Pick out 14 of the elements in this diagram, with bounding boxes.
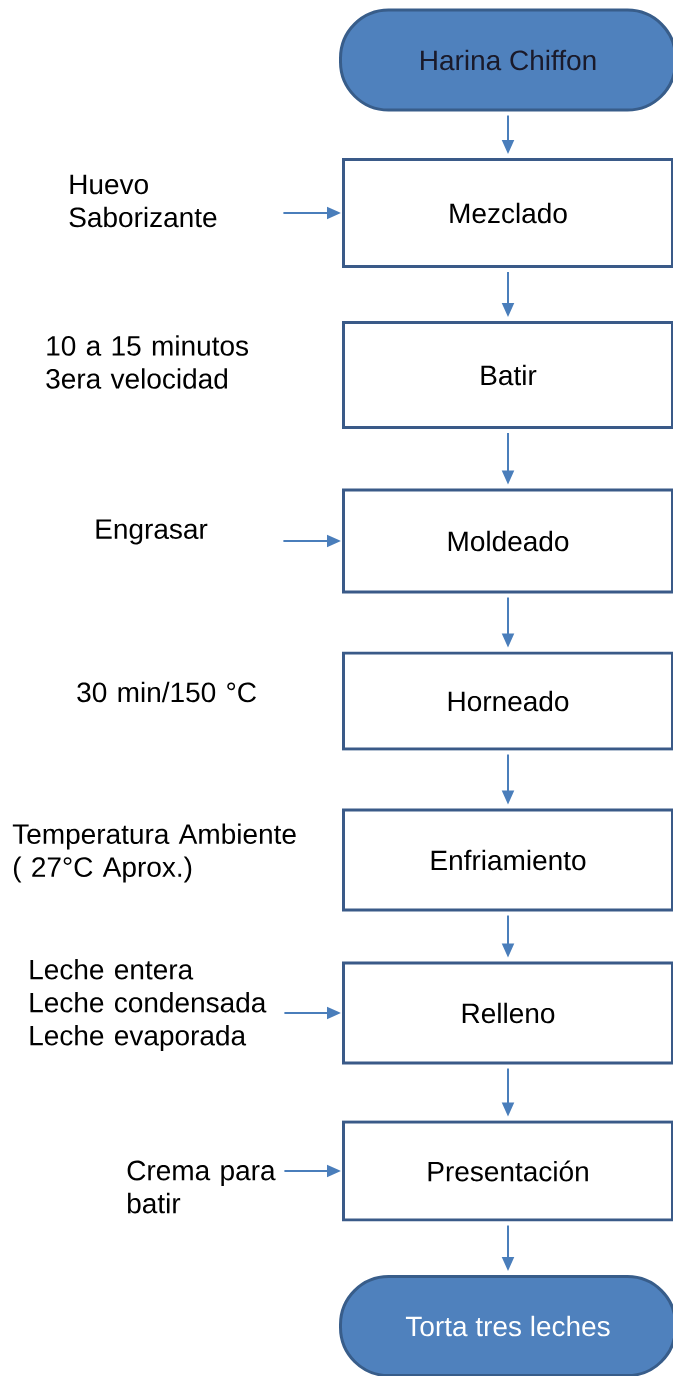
process-box: Presentación — [342, 1120, 673, 1222]
step-note: Temperatura Ambiente ( 27°C Aprox.) — [12, 823, 296, 883]
input-text: Leche entera Leche condensada Leche evaporada — [30, 958, 267, 1052]
process-box: Relleno — [342, 961, 673, 1065]
input-text: Huevo Saborizante — [69, 174, 217, 228]
process-box: Batir — [342, 321, 673, 429]
step-note: 10 a 15 minutos 3era velocidad — [46, 335, 249, 389]
step-note: 30 min/150 °C — [77, 681, 256, 703]
process-box: Horneado — [342, 651, 673, 751]
process-box: Mezclado — [342, 158, 673, 268]
input-text: Engrasar — [96, 519, 208, 545]
process-box: Moldeado — [342, 488, 673, 594]
input-text: Crema para batir — [127, 1160, 276, 1214]
process-box: Enfriamiento — [342, 808, 673, 912]
